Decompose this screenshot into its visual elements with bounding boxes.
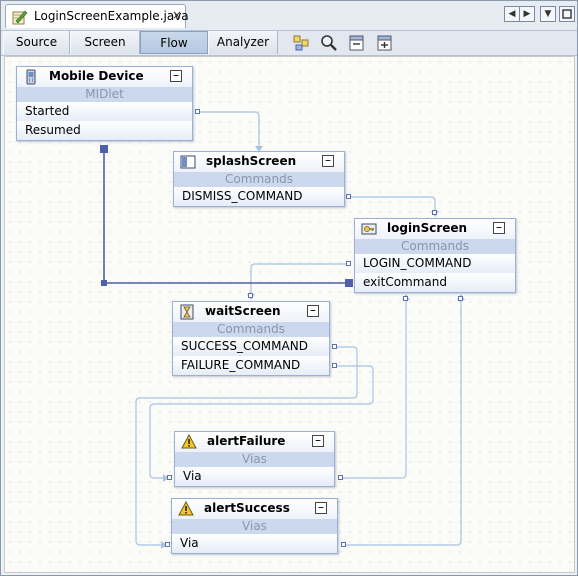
pin-failure-command[interactable] xyxy=(332,363,337,368)
pin-success-input[interactable] xyxy=(165,542,170,547)
mobile-device-node[interactable]: Mobile Device – MIDlet Started Resumed xyxy=(16,66,193,141)
node-title: splashScreen xyxy=(206,154,297,168)
pin-success-command[interactable] xyxy=(332,344,337,349)
pin-started[interactable] xyxy=(195,109,200,114)
node-row-login-command[interactable]: LOGIN_COMMAND xyxy=(355,254,515,273)
collapse-all-icon[interactable] xyxy=(347,33,367,53)
maximize-window-icon[interactable] xyxy=(559,6,575,22)
scroll-right-icon[interactable]: ▶ xyxy=(519,6,535,22)
tab-bar: LoginScreenExample.java × ◀ ▶ ▼ xyxy=(1,1,577,31)
close-tab-icon[interactable]: × xyxy=(172,8,183,22)
node-category: Commands xyxy=(355,239,515,254)
pin-login-command[interactable] xyxy=(346,261,351,266)
node-row-via[interactable]: Via xyxy=(172,534,337,553)
expand-all-icon[interactable] xyxy=(375,33,395,53)
screen-view-button[interactable]: Screen xyxy=(70,31,140,54)
minimize-node-icon[interactable]: – xyxy=(315,501,327,514)
node-category: MIDlet xyxy=(17,87,192,102)
node-category: Commands xyxy=(173,322,329,337)
node-title: alertSuccess xyxy=(204,501,290,515)
wait-screen-node[interactable]: waitScreen – Commands SUCCESS_COMMAND FA… xyxy=(172,301,330,376)
node-row-failure-command[interactable]: FAILURE_COMMAND xyxy=(173,356,329,375)
source-view-button[interactable]: Source xyxy=(3,31,70,54)
node-category: Vias xyxy=(175,452,334,467)
pin-wait-input[interactable] xyxy=(248,293,253,298)
node-title: alertFailure xyxy=(207,434,286,448)
node-row-dismiss-command[interactable]: DISMISS_COMMAND xyxy=(174,187,344,206)
document-tab[interactable]: LoginScreenExample.java × xyxy=(5,4,189,28)
minimize-node-icon[interactable]: – xyxy=(170,69,182,82)
flow-view-button[interactable]: Flow xyxy=(140,31,208,54)
node-title: Mobile Device xyxy=(49,69,144,83)
pin-dismiss[interactable] xyxy=(346,194,351,199)
node-row-started[interactable]: Started xyxy=(17,102,192,121)
warning-icon xyxy=(181,434,197,449)
login-screen-node[interactable]: loginScreen – Commands LOGIN_COMMAND exi… xyxy=(354,218,516,293)
pin-login-return-success[interactable] xyxy=(458,296,463,301)
document-title: LoginScreenExample.java xyxy=(34,9,189,23)
view-toolbar: Source Screen Flow Analyzer xyxy=(1,31,577,56)
tab-list-dropdown-icon[interactable]: ▼ xyxy=(540,6,556,22)
pin-failure-input[interactable] xyxy=(167,475,172,480)
warning-icon xyxy=(178,501,194,516)
pin-login-input[interactable] xyxy=(432,210,437,215)
minimize-node-icon[interactable]: – xyxy=(307,304,319,317)
splash-screen-node[interactable]: splashScreen – Commands DISMISS_COMMAND xyxy=(173,151,345,207)
minimize-node-icon[interactable]: – xyxy=(312,434,324,447)
pin-success-via[interactable] xyxy=(341,542,346,547)
layout-tool-icon[interactable] xyxy=(291,33,311,53)
minimize-node-icon[interactable]: – xyxy=(493,221,505,234)
java-file-icon xyxy=(12,10,28,25)
node-title: loginScreen xyxy=(387,221,468,235)
alert-failure-node[interactable]: alertFailure – Vias Via xyxy=(174,431,335,487)
pin-login-return-failure[interactable] xyxy=(403,296,408,301)
node-row-resumed[interactable]: Resumed xyxy=(17,121,192,140)
analyzer-view-button[interactable]: Analyzer xyxy=(208,31,278,54)
splash-screen-icon xyxy=(180,155,196,169)
node-category: Vias xyxy=(172,519,337,534)
minimize-node-icon[interactable]: – xyxy=(322,154,334,167)
node-row-exit-command[interactable]: exitCommand xyxy=(355,273,515,292)
phone-icon xyxy=(26,69,36,85)
hourglass-icon xyxy=(180,304,194,320)
alert-success-node[interactable]: alertSuccess – Vias Via xyxy=(171,498,338,554)
zoom-icon[interactable] xyxy=(319,33,339,53)
node-category: Commands xyxy=(174,172,344,187)
login-key-icon xyxy=(361,223,377,235)
node-row-success-command[interactable]: SUCCESS_COMMAND xyxy=(173,337,329,356)
node-row-via[interactable]: Via xyxy=(175,467,334,486)
scroll-left-icon[interactable]: ◀ xyxy=(504,6,520,22)
pin-failure-via[interactable] xyxy=(338,475,343,480)
node-title: waitScreen xyxy=(205,304,281,318)
